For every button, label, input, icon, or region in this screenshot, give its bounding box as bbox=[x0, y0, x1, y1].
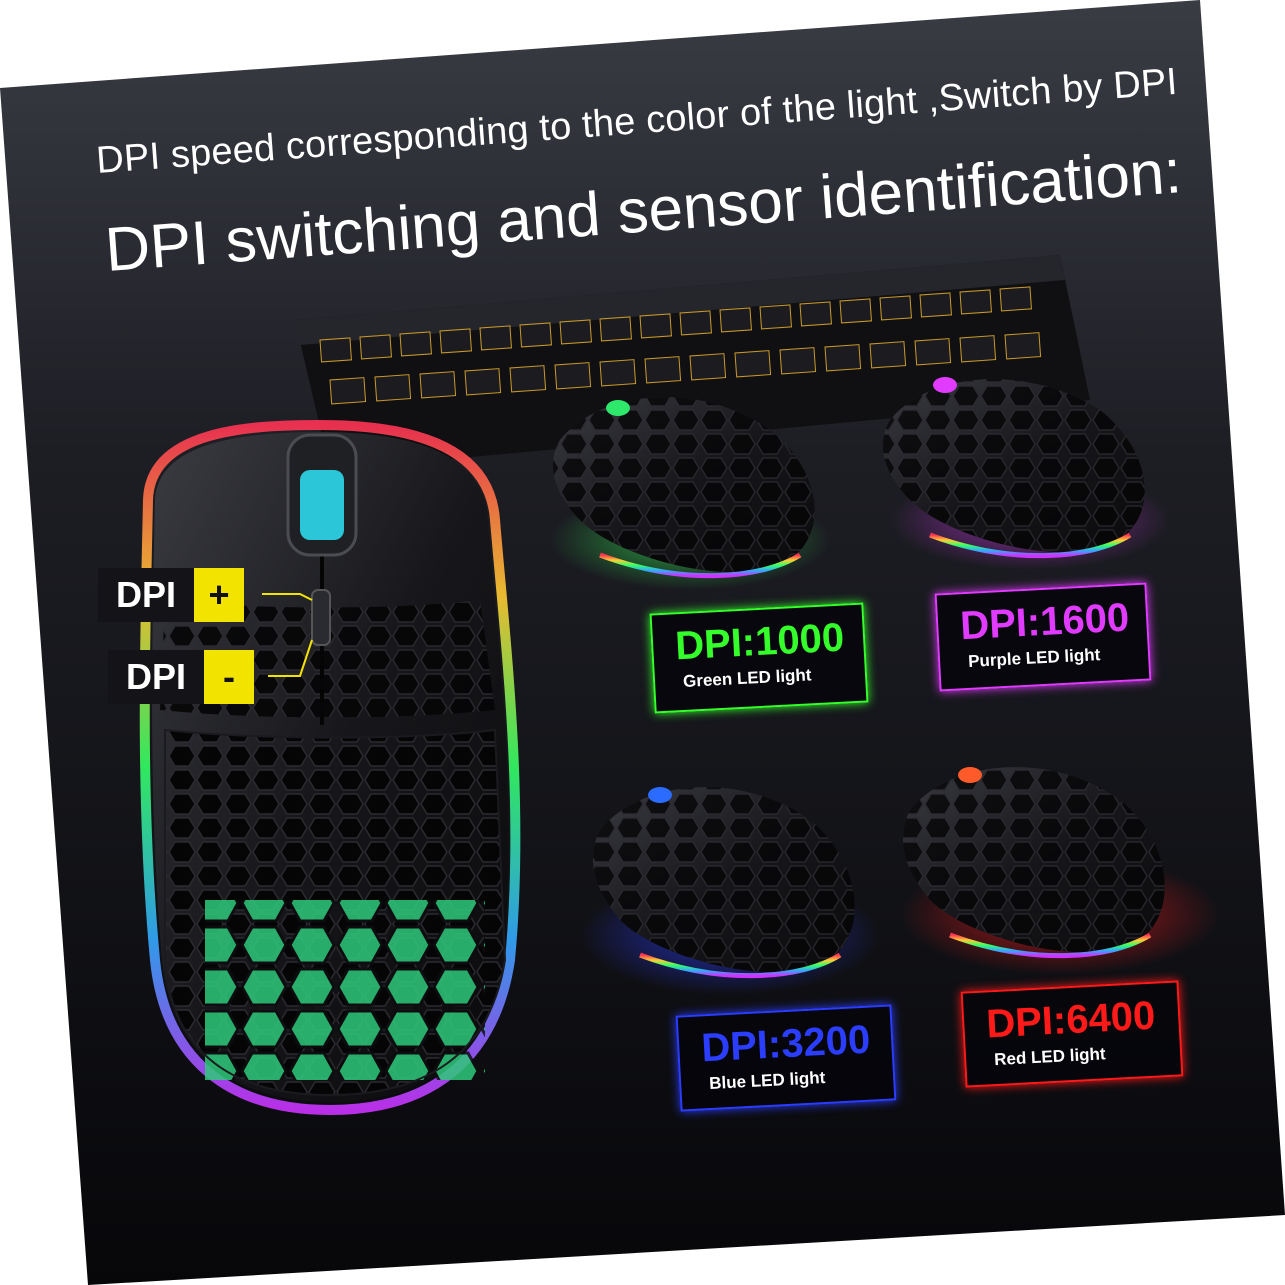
led-label: Purple LED light bbox=[967, 645, 1101, 671]
led-label: Red LED light bbox=[993, 1044, 1107, 1070]
dpi-plus-callout: DPI + bbox=[98, 568, 245, 622]
gaming-mouse-icon bbox=[139, 419, 521, 1116]
gaming-mouse-icon bbox=[882, 377, 1145, 559]
minus-icon: - bbox=[204, 650, 255, 704]
gaming-mouse-icon bbox=[552, 397, 815, 579]
dpi-value: DPI:1600 bbox=[959, 595, 1131, 649]
dpi-value: DPI:1000 bbox=[674, 615, 846, 669]
mode-badge-purple: DPI:1600 Purple LED light bbox=[934, 582, 1152, 692]
dpi-minus-label: DPI bbox=[126, 656, 187, 697]
dpi-value: DPI:6400 bbox=[985, 993, 1157, 1047]
gaming-mouse-icon bbox=[592, 787, 855, 979]
keyboard-icon bbox=[295, 255, 1090, 470]
dpi-minus-callout: DPI - bbox=[108, 650, 255, 704]
dpi-plus-label: DPI bbox=[116, 574, 177, 615]
led-label: Green LED light bbox=[682, 665, 812, 691]
mode-badge-red: DPI:6400 Red LED light bbox=[960, 980, 1184, 1088]
plus-icon: + bbox=[194, 568, 245, 622]
mode-badge-green: DPI:1000 Green LED light bbox=[649, 602, 869, 714]
dpi-value: DPI:3200 bbox=[700, 1017, 872, 1071]
gaming-mouse-icon bbox=[902, 767, 1165, 959]
mode-badge-blue: DPI:3200 Blue LED light bbox=[675, 1004, 897, 1112]
led-label: Blue LED light bbox=[708, 1067, 826, 1094]
